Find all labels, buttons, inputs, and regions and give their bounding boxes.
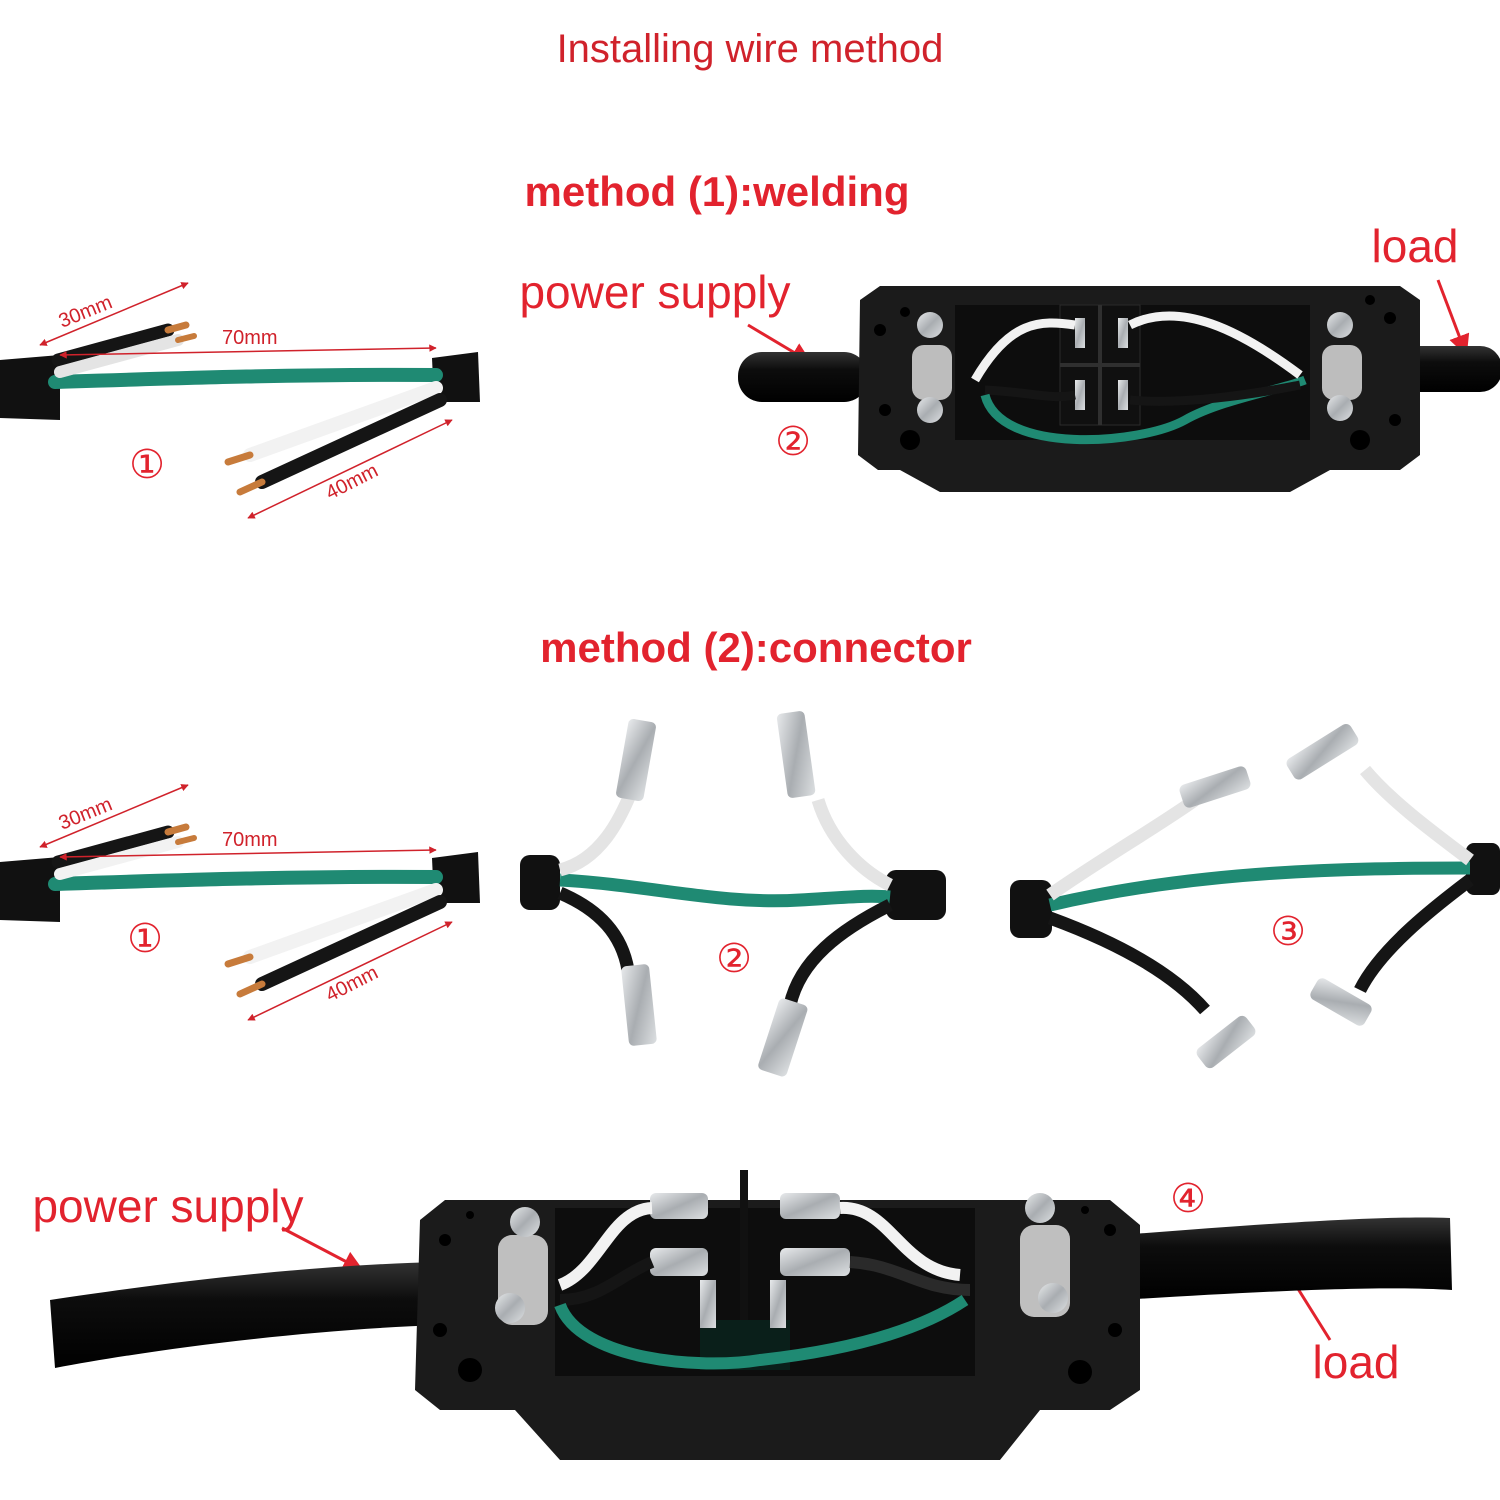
terminal-icon	[1179, 766, 1251, 808]
terminal-icon	[780, 1248, 850, 1276]
terminal-icon	[1118, 318, 1128, 348]
copper-tip	[164, 321, 190, 334]
dim-label-70mm: 70mm	[222, 327, 278, 349]
cable-sleeve-right	[1466, 843, 1500, 895]
bent-terminals: ③	[1010, 723, 1500, 1069]
terminal-icon	[650, 1248, 708, 1276]
cable-clamp-icon	[1322, 345, 1362, 400]
power-cable	[50, 1262, 440, 1368]
dim-label-40mm: 40mm	[322, 962, 382, 1007]
power-supply-label-1: power supply	[519, 266, 790, 318]
dim-line-70mm	[59, 344, 437, 359]
screw-icon	[917, 312, 943, 338]
cable-jacket-right	[432, 352, 480, 402]
step-1-label: ①	[127, 917, 163, 961]
assembly-2: power supply load	[32, 1170, 1452, 1460]
load-label-2: load	[1313, 1336, 1400, 1388]
assembly-1: power supply load	[519, 220, 1500, 492]
step-3-label: ③	[1270, 910, 1306, 954]
dim-line-30mm	[39, 282, 189, 346]
screw-icon	[510, 1207, 540, 1237]
cable-jacket-left	[0, 355, 60, 420]
dim-label-40mm: 40mm	[322, 460, 382, 505]
dim-line-40mm	[247, 419, 453, 519]
cable-sleeve-right	[886, 870, 946, 920]
terminal-icon	[1075, 318, 1085, 348]
cable-sleeve-left	[1010, 880, 1052, 938]
screw-icon	[917, 397, 943, 423]
green-wire	[48, 367, 443, 389]
terminal-icon	[1286, 723, 1359, 780]
page-title: Installing wire method	[557, 27, 944, 71]
terminal-icon	[1118, 380, 1128, 410]
screw-icon	[495, 1293, 525, 1323]
terminal-icon	[650, 1193, 708, 1219]
step-1-label: ①	[129, 443, 165, 487]
method2-heading: method (2):connector	[540, 624, 972, 671]
power-supply-label-2: power supply	[32, 1180, 303, 1232]
cable-sleeve-left	[520, 855, 560, 910]
load-cable	[1120, 1217, 1452, 1300]
step-4-label: ④	[1170, 1177, 1206, 1221]
terminal-icon	[758, 998, 808, 1077]
cable-clamp-icon	[912, 345, 952, 400]
power-cable	[738, 352, 868, 402]
dim-label-70mm: 70mm	[222, 829, 278, 851]
stripped-cable-1: 30mm 70mm 40mm ①	[0, 282, 480, 519]
terminal-icon	[780, 1193, 840, 1219]
step-2-label: ②	[775, 420, 811, 464]
step-2-label: ②	[716, 937, 752, 981]
screw-icon	[1025, 1193, 1055, 1223]
screw-icon	[1038, 1283, 1068, 1313]
crimped-wires: ②	[520, 711, 946, 1077]
load-label-1: load	[1372, 220, 1459, 272]
arrow-icon	[1436, 279, 1470, 356]
terminal-icon	[1075, 380, 1085, 410]
terminal-icon	[1310, 978, 1372, 1026]
stripped-cable-2: 30mm 70mm 40mm ①	[0, 784, 480, 1021]
terminal-icon	[1196, 1015, 1256, 1069]
terminal-icon	[616, 718, 656, 802]
terminal-icon	[776, 711, 816, 798]
method1-heading: method (1):welding	[525, 168, 910, 215]
terminal-icon	[621, 964, 657, 1046]
arrow-icon	[281, 1226, 364, 1272]
screw-icon	[1327, 312, 1353, 338]
screw-icon	[1327, 395, 1353, 421]
